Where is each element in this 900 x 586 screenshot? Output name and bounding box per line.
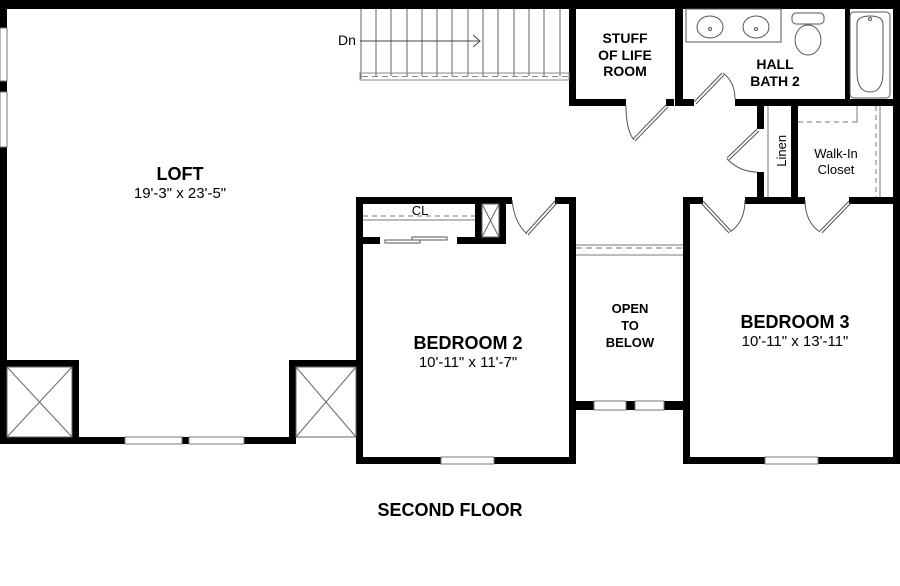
room-dimensions: 10'-11" x 11'-7"	[418, 353, 518, 371]
room-name-line2: TO	[621, 317, 639, 333]
sink-left-icon	[696, 15, 724, 39]
room-name-line2: OF LIFE	[598, 46, 652, 63]
toilet-tank-icon	[791, 12, 825, 25]
chases	[6, 203, 500, 438]
room-name-line1: Walk-In	[814, 146, 858, 161]
room-name-line2: Closet	[817, 161, 855, 177]
walls	[0, 0, 900, 464]
room-closet: CL	[411, 203, 429, 218]
room-bedroom-2: BEDROOM 2 10'-11" x 11'-7"	[378, 334, 558, 371]
room-name-line1: OPEN	[611, 301, 649, 316]
shelving	[363, 106, 881, 256]
room-name-line3: ROOM	[603, 63, 647, 80]
room-name: BEDROOM 2	[413, 333, 523, 353]
room-loft: LOFT 19'-3" x 23'-5"	[80, 165, 280, 202]
room-name-line3: BELOW	[605, 334, 655, 350]
room-walk-in-closet: Walk-In Closet	[798, 146, 874, 177]
sink-right-icon	[742, 15, 770, 39]
staircase	[359, 9, 570, 81]
toilet-bowl-icon	[794, 24, 822, 56]
room-name: BEDROOM 3	[740, 312, 850, 332]
windows	[0, 27, 819, 465]
room-name-line1: HALL	[756, 56, 794, 72]
room-name-line2: BATH 2	[750, 72, 800, 89]
floor-title: SECOND FLOOR	[377, 500, 523, 520]
room-name-line1: STUFF	[602, 30, 648, 46]
stair-down-label: Dn	[338, 32, 356, 48]
room-open-to-below: OPEN TO BELOW	[590, 301, 670, 352]
bathtub-icon	[849, 11, 891, 99]
bath-fixtures	[685, 8, 891, 99]
doors	[384, 72, 852, 244]
room-name: LOFT	[156, 164, 204, 184]
room-dimensions: 10'-11" x 13'-11"	[741, 332, 849, 350]
room-dimensions: 19'-3" x 23'-5"	[133, 184, 227, 202]
room-stuff-of-life: STUFF OF LIFE ROOM	[580, 30, 670, 80]
room-bedroom-3: BEDROOM 3 10'-11" x 13'-11"	[700, 313, 890, 350]
room-linen: Linen	[774, 134, 790, 167]
room-hall-bath: HALL BATH 2	[725, 56, 825, 90]
